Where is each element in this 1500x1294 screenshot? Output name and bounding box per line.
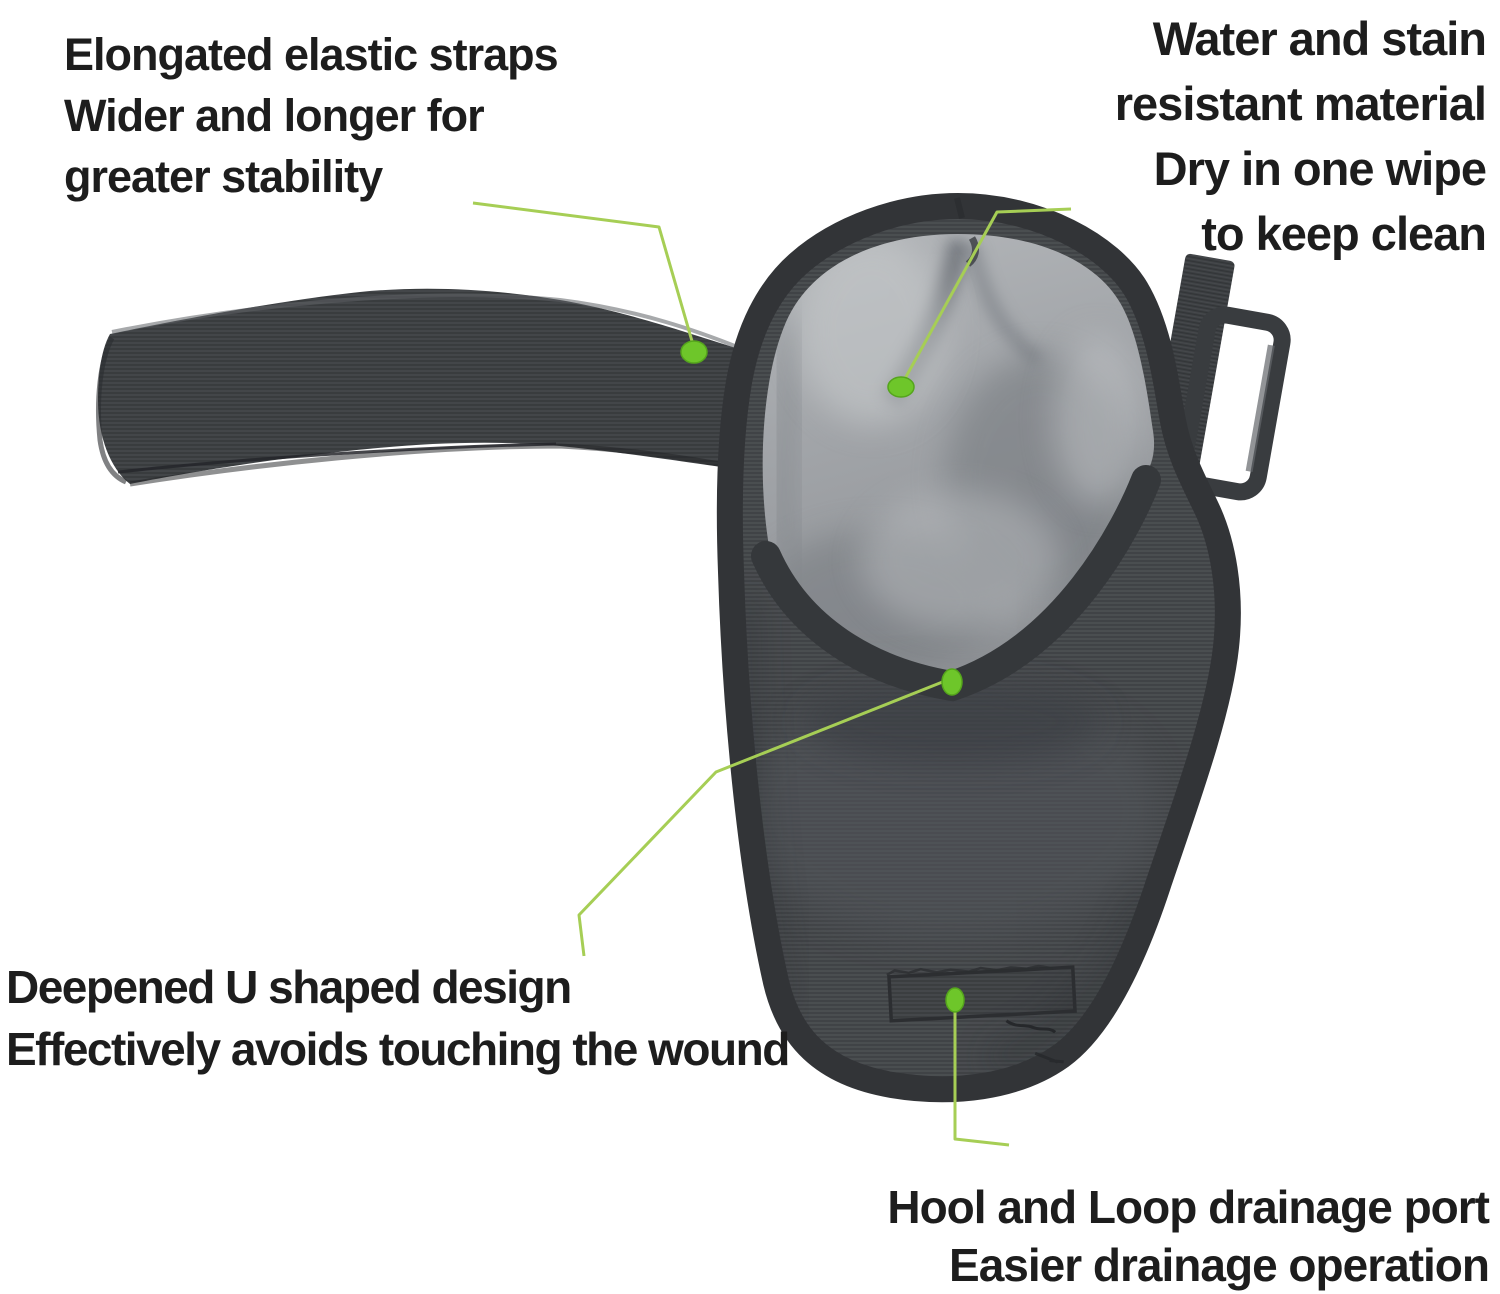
callout-dot-u-cutout	[941, 668, 963, 696]
annotation-line: Elongated elastic straps	[64, 29, 559, 80]
leader-line-vinyl-panel	[900, 207, 1072, 385]
annotation-line: greater stability	[64, 151, 383, 202]
leader-line-u-cutout	[577, 677, 951, 957]
leader-line-elastic-strap	[472, 201, 696, 349]
leader-line-drainage-port	[953, 1008, 1010, 1147]
elastic-strap	[96, 288, 742, 487]
callout-leaders	[472, 201, 1072, 1147]
annotation-line: resistant material	[1114, 77, 1487, 130]
annotation-line: Easier drainage operation	[949, 1239, 1490, 1291]
annotation-line: Wider and longer for	[64, 90, 485, 141]
buckle-ring	[1174, 306, 1291, 501]
annotation-line: to keep clean	[1201, 207, 1487, 260]
callout-dots	[680, 340, 965, 1013]
annotation-bottom-left: Deepened U shaped design Effectively avo…	[6, 956, 790, 1080]
vinyl-panel	[762, 234, 1155, 681]
callout-dot-elastic-strap	[680, 340, 708, 364]
annotation-line: Dry in one wipe	[1153, 142, 1487, 195]
callout-dot-drainage-port	[945, 987, 965, 1013]
annotation-line: Water and stain	[1152, 12, 1487, 65]
annotation-line: Deepened U shaped design	[6, 961, 572, 1013]
drainage-port-velcro	[886, 964, 1077, 1064]
vinyl-wrinkle-shading	[762, 235, 1143, 670]
callout-dot-vinyl-panel	[887, 376, 915, 398]
annotation-line: Hool and Loop drainage port	[887, 1181, 1490, 1233]
annotation-top-left: Elongated elastic straps Wider and longe…	[64, 24, 559, 207]
annotation-top-right: Water and stain resistant material Dry i…	[1114, 6, 1487, 266]
strap-fold-seam	[117, 442, 557, 474]
annotation-line: Effectively avoids touching the wound	[6, 1023, 790, 1075]
annotation-bottom-right: Hool and Loop drainage port Easier drain…	[887, 1178, 1490, 1294]
pouch-body	[730, 198, 1228, 1089]
